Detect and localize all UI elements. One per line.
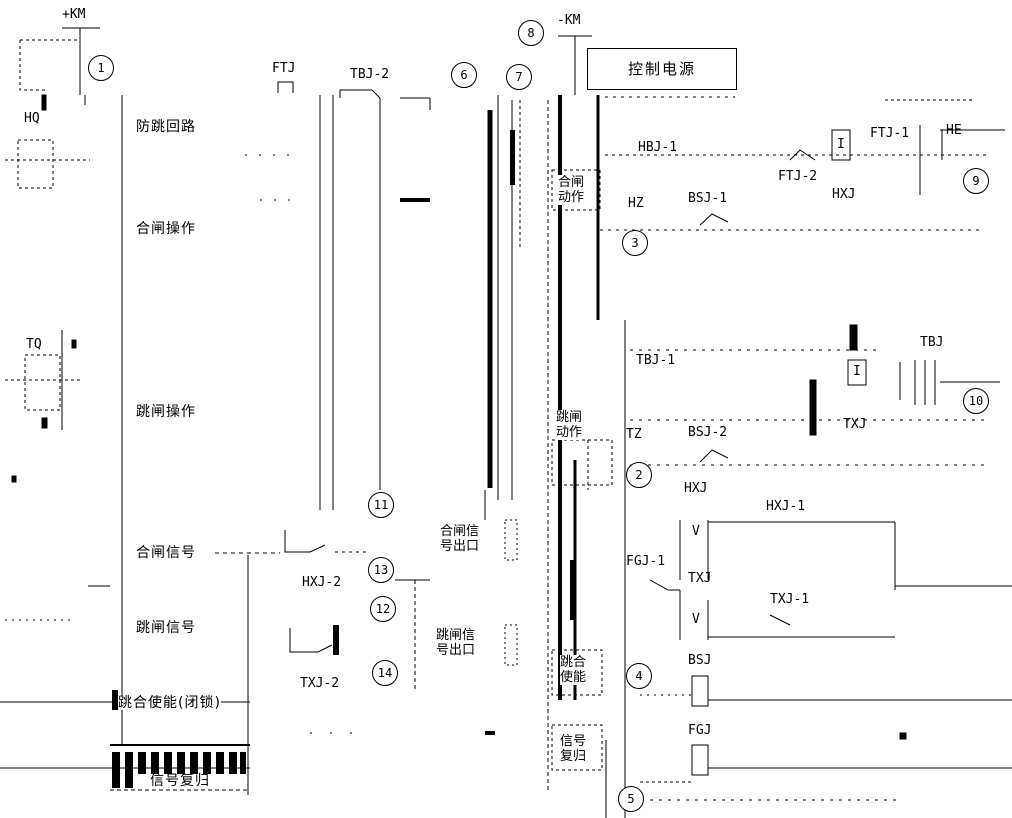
- tq-coil: [24, 354, 61, 411]
- reset-hatch: [112, 130, 576, 788]
- hq-mark: [41, 94, 47, 111]
- marker-1: 1: [88, 55, 114, 81]
- v-label-1: V: [692, 524, 700, 539]
- trip-action-box: [551, 439, 613, 486]
- section-anti-jump: 防跳回路: [136, 119, 196, 135]
- bsj2-label: BSJ-2: [688, 425, 728, 440]
- bsj1-label: BSJ-1: [688, 191, 728, 206]
- mark: [11, 475, 17, 483]
- tbj2-label: TBJ-2: [350, 67, 390, 82]
- section-trip-op: 跳闸操作: [136, 404, 196, 420]
- hxj2-contact: [284, 530, 326, 553]
- marker-6: 6: [451, 62, 477, 88]
- marker-11: 11: [368, 492, 394, 518]
- close-out-box: [504, 519, 518, 561]
- fgj1-contact: [649, 579, 680, 591]
- i-label-2: I: [853, 364, 861, 379]
- marker-4: 4: [626, 663, 652, 689]
- he-label: HE: [946, 123, 962, 138]
- marker-14: 14: [372, 660, 398, 686]
- hq-coil: [17, 139, 54, 189]
- txj1-contact: [769, 614, 791, 626]
- marker-5: 5: [618, 786, 644, 812]
- hq-label: HQ: [24, 111, 40, 126]
- control-power-box: 控制电源: [587, 48, 737, 90]
- v-label-2: V: [692, 612, 700, 627]
- fgj-label: FGJ: [688, 723, 712, 738]
- txj-label-top: TXJ: [843, 417, 867, 432]
- marker-2: 2: [626, 462, 652, 488]
- section-enable-lock: 跳合使能(闭锁): [118, 695, 221, 711]
- ftj2-label: FTJ-2: [778, 169, 818, 184]
- trip-action-label: 跳闸 动作: [556, 410, 583, 440]
- marker-9: 9: [963, 168, 989, 194]
- trip-mark-2: [849, 324, 858, 351]
- mark: [899, 732, 907, 740]
- marker-3: 3: [622, 230, 648, 256]
- tbj1-label: TBJ-1: [636, 353, 676, 368]
- section-close-op: 合闸操作: [136, 221, 196, 237]
- enable-box: [551, 649, 603, 696]
- tq-mark: [71, 339, 77, 349]
- trip-mark: [809, 379, 817, 436]
- tz-label: TZ: [626, 427, 642, 442]
- hxj-coil: [831, 129, 851, 161]
- marker-8: 8: [518, 20, 544, 46]
- trip-out-label: 跳闸信 号出口: [436, 628, 476, 658]
- marker-10: 10: [963, 388, 989, 414]
- hbj1-label: HBJ-1: [638, 140, 678, 155]
- txj-label: TXJ: [688, 571, 712, 586]
- km-positive-label: +KM: [62, 7, 86, 22]
- tq-mark2: [41, 417, 48, 429]
- fgj1-label: FGJ-1: [626, 554, 666, 569]
- hxj1-label: HXJ-1: [766, 499, 806, 514]
- hxj2-label: HXJ-2: [302, 575, 342, 590]
- hz-label: HZ: [628, 196, 644, 211]
- i-label-1: I: [837, 137, 845, 152]
- ftj-label: FTJ: [272, 61, 296, 76]
- reset-box: [551, 724, 603, 771]
- bsj-label: BSJ: [688, 653, 712, 668]
- close-out-label: 合闸信 号出口: [440, 524, 480, 554]
- marker-7: 7: [506, 64, 532, 90]
- trip-out-box: [504, 624, 518, 666]
- bsj1-contact: [699, 213, 729, 226]
- hxj-label-top: HXJ: [832, 187, 856, 202]
- bsj-coil: [691, 675, 709, 707]
- txj1-label: TXJ-1: [770, 592, 810, 607]
- section-close-signal: 合闸信号: [136, 545, 196, 561]
- marker-13: 13: [368, 557, 394, 583]
- ftj-contact: [277, 81, 294, 93]
- marker-12: 12: [370, 596, 396, 622]
- close-action-label: 合闸 动作: [558, 175, 585, 205]
- fgj-coil: [691, 744, 709, 776]
- hq-feed-dashed: [19, 40, 45, 91]
- km-negative-label: -KM: [557, 13, 581, 28]
- hxj-label: HXJ: [684, 481, 708, 496]
- close-action-box: [551, 169, 601, 211]
- txj2-contact: [289, 628, 333, 653]
- bsj2-contact: [699, 449, 729, 463]
- ftj1-label: FTJ-1: [870, 126, 910, 141]
- tbj2-contact: [339, 89, 381, 99]
- txj-coil: [847, 359, 867, 386]
- reset-label: 信号 复归: [560, 734, 587, 764]
- tq-label: TQ: [26, 337, 42, 352]
- tbj-label: TBJ: [920, 335, 944, 350]
- section-signal-reset: 信号复归: [150, 773, 210, 789]
- enable-label: 跳合 使能: [560, 655, 587, 685]
- txj2-label: TXJ-2: [300, 676, 340, 691]
- ftj2-contact: [789, 149, 816, 161]
- section-trip-signal: 跳闸信号: [136, 620, 196, 636]
